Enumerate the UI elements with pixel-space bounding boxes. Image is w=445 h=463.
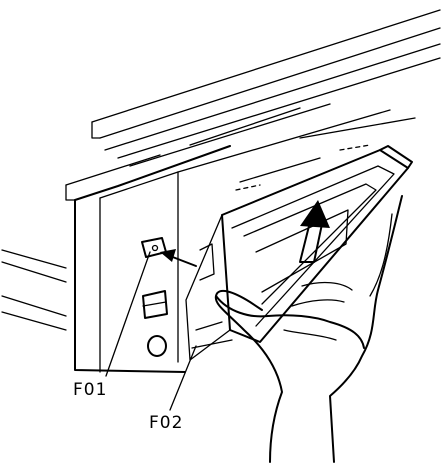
knob — [147, 335, 167, 357]
leader-lines — [105, 251, 197, 411]
hand-illustration — [214, 195, 403, 463]
switch-block — [142, 290, 168, 319]
f02-cover-plate — [185, 145, 413, 361]
f01-label: F01 — [73, 380, 107, 400]
f01-button — [141, 237, 167, 258]
front-panel — [74, 109, 416, 373]
arrow-icon — [160, 243, 215, 281]
chassis-rails — [1, 9, 441, 331]
lift-arrow-icon — [299, 200, 330, 263]
f02-label: F02 — [149, 413, 183, 433]
